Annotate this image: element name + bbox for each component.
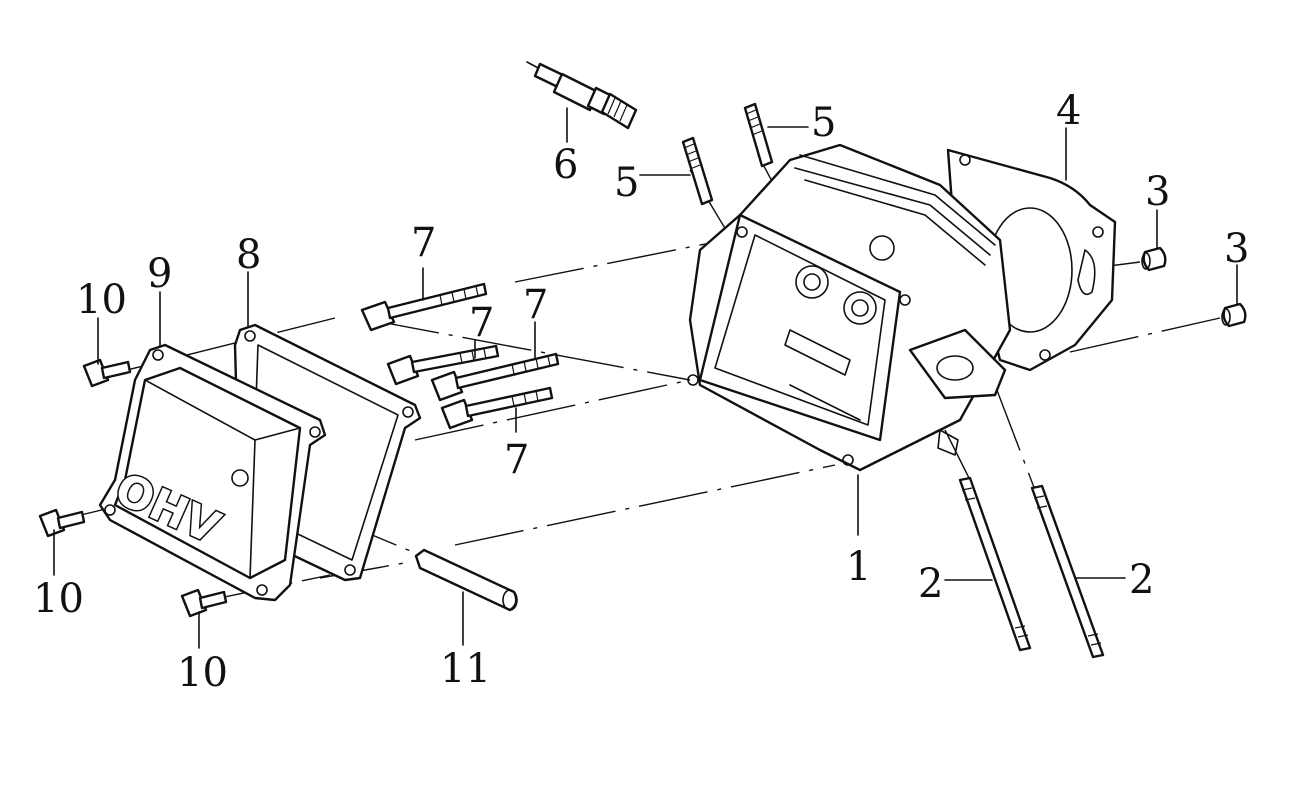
callout-7-middle-left: 7: [469, 300, 494, 346]
breather-tube: [414, 548, 518, 612]
cylinder-head: [687, 143, 1012, 472]
leader-lines: [53, 107, 1238, 649]
callout-5-left: 5: [614, 160, 639, 206]
callout-1: 1: [846, 544, 871, 590]
valve-cover: OHV: [98, 343, 327, 602]
cover-screw-bottom: [180, 588, 228, 618]
callout-labels: 6 5 5 4 3 3 1 2 2 7 7 7 7 8 9 10 10 10 1…: [33, 88, 1249, 696]
stud-right: [743, 102, 774, 168]
callout-10-top: 10: [76, 277, 127, 323]
callout-5-right: 5: [811, 100, 836, 146]
callout-10-bottom: 10: [177, 650, 228, 696]
cover-screw-top: [82, 358, 132, 388]
callout-8: 8: [236, 232, 261, 278]
callout-6: 6: [553, 142, 578, 188]
callout-3-upper: 3: [1145, 169, 1170, 215]
callout-7-middle-right: 7: [523, 282, 548, 328]
callout-3-lower: 3: [1224, 226, 1249, 272]
bolt-long-top: [360, 282, 488, 332]
dowel-pin-lower: [1221, 302, 1247, 328]
callout-7-bottom: 7: [504, 437, 529, 483]
callout-11: 11: [440, 646, 491, 692]
spark-plug: [526, 61, 638, 130]
callout-7-top: 7: [411, 220, 436, 266]
callout-2-left: 2: [918, 561, 943, 607]
bolt-middle-lower: [430, 352, 560, 402]
callout-2-right: 2: [1129, 557, 1154, 603]
dowel-pin-upper: [1141, 246, 1167, 272]
bolt-middle-upper: [386, 344, 500, 386]
bolt-bottom: [440, 386, 554, 430]
push-rod-left: [958, 476, 1032, 652]
push-rod-right: [1030, 484, 1105, 659]
stud-left: [681, 136, 714, 206]
callout-9: 9: [147, 251, 172, 297]
callout-4: 4: [1056, 88, 1081, 134]
callout-10-middle: 10: [33, 576, 84, 622]
cover-screw-middle: [38, 508, 86, 538]
